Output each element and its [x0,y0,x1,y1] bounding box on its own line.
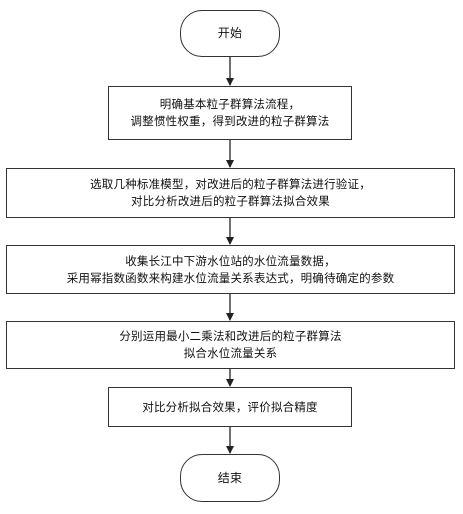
step-3-line-2: 采用幂指数函数来构建水位流量关系表达式，明确待确定的参数 [66,270,395,285]
step-5-box: 对比分析拟合效果，评价拟合精度 [108,387,352,427]
end-label: 结束 [217,470,243,485]
step-3-box: 收集长江中下游水位站的水位流量数据， 采用幂指数函数来构建水位流量关系表达式，明… [6,245,455,294]
step-3-line-1: 收集长江中下游水位站的水位流量数据， [125,253,336,268]
step-2-line-1: 选取几种标准模型，对改进后的粒子群算法进行验证， [90,177,371,191]
step-1-line-2: 调整惯性权重，得到改进的粒子群算法 [130,114,330,128]
start-terminal: 开始 [180,10,280,57]
end-terminal: 结束 [180,454,280,502]
step-2-box: 选取几种标准模型，对改进后的粒子群算法进行验证， 对比分析改进后的粒子群算法拟合… [6,168,455,218]
step-5-line-1: 对比分析拟合效果，评价拟合精度 [142,399,318,414]
step-4-box: 分别运用最小二乘法和改进后的粒子群算法 拟合水位流量关系 [6,321,455,369]
start-label: 开始 [217,26,243,40]
step-2-line-2: 对比分析改进后的粒子群算法拟合效果 [131,194,330,208]
step-4-line-1: 分别运用最小二乘法和改进后的粒子群算法 [119,329,342,343]
step-1-line-1: 明确基本粒子群算法流程， [159,97,301,111]
step-4-line-2: 拟合水位流量关系 [183,346,278,360]
step-1-box: 明确基本粒子群算法流程， 调整惯性权重，得到改进的粒子群算法 [108,86,352,140]
